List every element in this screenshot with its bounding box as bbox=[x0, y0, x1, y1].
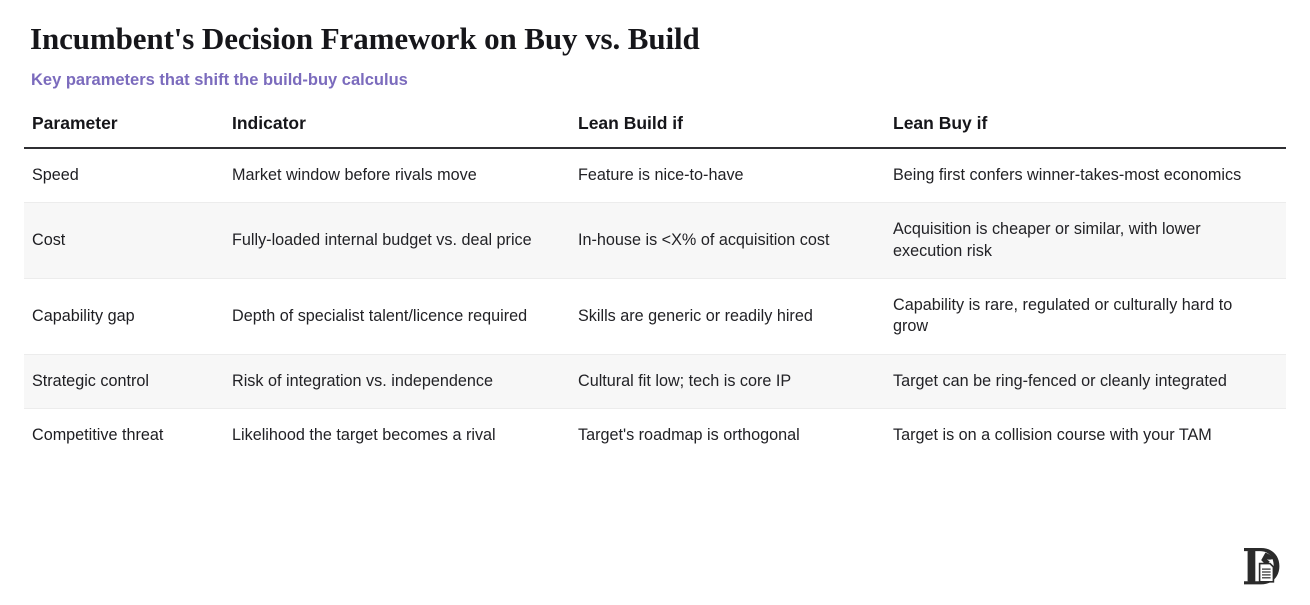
table-row: Speed Market window before rivals move F… bbox=[24, 147, 1286, 204]
cell-parameter: Capability gap bbox=[24, 278, 224, 355]
page-subtitle: Key parameters that shift the build-buy … bbox=[31, 71, 408, 90]
column-header-indicator: Indicator bbox=[224, 112, 570, 149]
cell-indicator: Fully-loaded internal budget vs. deal pr… bbox=[224, 202, 570, 280]
cell-indicator: Depth of specialist talent/licence requi… bbox=[224, 278, 570, 355]
cell-lean-buy: Being first confers winner-takes-most ec… bbox=[885, 147, 1286, 204]
framework-table-container: Parameter Indicator Lean Build if Lean B… bbox=[24, 112, 1286, 463]
framework-table: Parameter Indicator Lean Build if Lean B… bbox=[24, 112, 1286, 463]
table-body: Speed Market window before rivals move F… bbox=[24, 147, 1286, 463]
column-header-lean-build: Lean Build if bbox=[570, 112, 885, 149]
table-row: Strategic control Risk of integration vs… bbox=[24, 354, 1286, 410]
page-title: Incumbent's Decision Framework on Buy vs… bbox=[30, 21, 700, 56]
table-header-row: Parameter Indicator Lean Build if Lean B… bbox=[24, 112, 1286, 149]
cell-lean-build: Skills are generic or readily hired bbox=[570, 278, 885, 355]
cell-parameter: Cost bbox=[24, 202, 224, 280]
cell-parameter: Speed bbox=[24, 147, 224, 204]
cell-lean-build: Feature is nice-to-have bbox=[570, 147, 885, 204]
cell-lean-buy: Target can be ring-fenced or cleanly int… bbox=[885, 354, 1286, 410]
column-header-parameter: Parameter bbox=[24, 112, 224, 149]
header-block: Incumbent's Decision Framework on Buy vs… bbox=[0, 0, 1310, 91]
cell-lean-build: Target's roadmap is orthogonal bbox=[578, 426, 800, 445]
table-row: Competitive threat Likelihood the target… bbox=[24, 409, 1286, 463]
cell-parameter: Competitive threat bbox=[32, 426, 164, 445]
table-row: Cost Fully-loaded internal budget vs. de… bbox=[24, 202, 1286, 280]
column-header-lean-buy: Lean Buy if bbox=[885, 112, 1286, 149]
cell-indicator: Market window before rivals move bbox=[224, 147, 570, 204]
cell-indicator: Likelihood the target becomes a rival bbox=[232, 426, 496, 445]
cell-indicator: Risk of integration vs. independence bbox=[224, 354, 570, 410]
cell-lean-buy: Acquisition is cheaper or similar, with … bbox=[885, 202, 1286, 280]
cell-lean-build: Cultural fit low; tech is core IP bbox=[570, 354, 885, 410]
monogram-logo bbox=[1238, 541, 1284, 591]
cell-lean-buy: Target is on a collision course with you… bbox=[893, 426, 1212, 445]
cell-parameter: Strategic control bbox=[24, 354, 224, 410]
table-row: Capability gap Depth of specialist talen… bbox=[24, 278, 1286, 355]
cell-lean-build: In-house is <X% of acquisition cost bbox=[570, 202, 885, 280]
cell-lean-buy: Capability is rare, regulated or cultura… bbox=[885, 278, 1286, 355]
table-header: Parameter Indicator Lean Build if Lean B… bbox=[24, 112, 1286, 149]
